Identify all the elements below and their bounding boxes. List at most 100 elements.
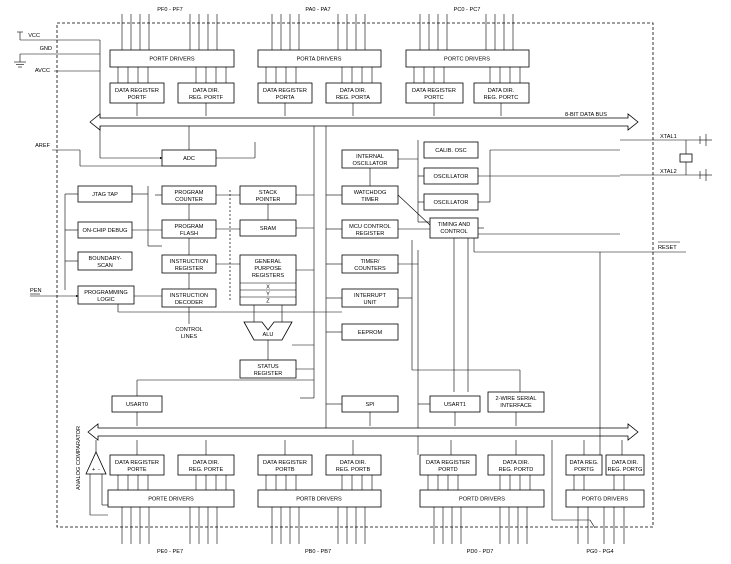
eeprom-label: EEPROM <box>358 330 383 336</box>
pg-pins-label: PG0 - PG4 <box>586 549 613 555</box>
internal-oscillator-line1: INTERNAL <box>356 154 384 160</box>
portc-drivers-label: PORTC DRIVERS <box>444 57 490 63</box>
data-dir-portg-line1: DATA DIR. <box>612 460 639 466</box>
data-register-portb <box>257 454 313 476</box>
programming-logic-line2: LOGIC <box>97 297 114 303</box>
porte-drivers-label: PORTE DRIVERS <box>148 497 194 503</box>
program-flash-line1: PROGRAM <box>175 224 204 230</box>
portc-drivers <box>405 49 530 68</box>
timer-counters-line2: COUNTERS <box>354 266 386 272</box>
status-register-line1: STATUS <box>257 364 279 370</box>
data-dir-portb-line2: REG. PORTB <box>336 467 371 473</box>
data-dir-porta-line2: REG. PORTA <box>336 95 370 101</box>
vcc-label: VCC <box>28 33 40 39</box>
porte-drivers <box>107 489 235 508</box>
data-dir-portf-line2: REG. PORTF <box>189 95 224 101</box>
portb-drivers <box>257 489 382 508</box>
portg-drivers-label: PORTG DRIVERS <box>582 497 628 503</box>
reg-y-label: Y <box>266 292 270 298</box>
portb-drivers-label: PORTB DRIVERS <box>296 497 342 503</box>
data-dir-portc-line1: DATA DIR. <box>488 88 515 94</box>
analog-comparator-minus: - <box>98 467 100 473</box>
calib-osc-label: CALIB. OSC <box>435 148 466 154</box>
porta-drivers-label: PORTA DRIVERS <box>297 57 342 63</box>
top-register-bus-links <box>136 103 502 116</box>
oscillator-1-label: OSCILLATOR <box>434 174 469 180</box>
data-dir-porta-line1: DATA DIR. <box>340 88 367 94</box>
status-register-line2: REGISTER <box>254 371 283 377</box>
data-register-porte <box>109 454 165 476</box>
alu-block <box>243 321 293 341</box>
twi-block <box>487 391 545 413</box>
program-counter-line2: COUNTER <box>175 197 203 203</box>
gpr-line3: REGISTERS <box>252 273 285 279</box>
oscillator-2-label: OSCILLATOR <box>434 200 469 206</box>
twi-line2: INTERFACE <box>500 403 532 409</box>
data-bus-label: 8-BIT DATA BUS <box>565 112 607 118</box>
usart0-label: USART0 <box>126 402 148 408</box>
portf-drivers <box>109 49 235 68</box>
boundary-scan-line2: SCAN <box>97 263 113 269</box>
xtal1-label: XTAL1 <box>660 134 677 140</box>
data-register-portb-line2: PORTB <box>275 467 294 473</box>
portf-drivers-label: PORTF DRIVERS <box>149 57 195 63</box>
calib-osc-block <box>423 141 479 159</box>
portd-drivers-label: PORTD DRIVERS <box>459 497 505 503</box>
data-dir-portd <box>487 454 545 476</box>
pa-pins-label: PA0 - PA7 <box>305 7 330 13</box>
top-data-bus: 8-BIT DATA BUS <box>89 112 639 131</box>
usart1-label: USART1 <box>444 402 466 408</box>
control-lines-line1: CONTROL <box>175 327 202 333</box>
data-dir-portg <box>605 454 645 476</box>
program-flash-line2: FLASH <box>180 231 198 237</box>
reset-label: RESET <box>658 245 677 251</box>
data-dir-portf-line1: DATA DIR. <box>193 88 220 94</box>
portg-drivers <box>565 489 645 508</box>
instruction-register-line2: REGISTER <box>175 266 204 272</box>
reg-z-label: Z <box>266 299 270 305</box>
portd-drivers <box>419 489 545 508</box>
interrupt-unit-line1: INTERRUPT <box>354 293 387 299</box>
top-pin-arrows <box>121 14 514 50</box>
data-register-porta-line2: PORTA <box>276 95 295 101</box>
bottom-pin-arrows <box>121 507 625 544</box>
timing-control-line1: TIMING AND <box>438 222 471 228</box>
gpr-line1: GENERAL <box>255 259 282 265</box>
stack-pointer-line1: STACK <box>259 190 278 196</box>
data-register-portc <box>405 82 464 104</box>
xtal2-label: XTAL2 <box>660 169 677 175</box>
data-register-portb-line1: DATA REGISTER <box>263 460 307 466</box>
data-register-porta-line1: DATA REGISTER <box>263 88 307 94</box>
aref-label: AREF <box>35 143 51 149</box>
instruction-register-line1: INSTRUCTION <box>170 259 208 265</box>
twi-line1: 2-WIRE SERIAL <box>495 396 536 402</box>
gpr-line2: PURPOSE <box>254 266 282 272</box>
timing-control-line2: CONTROL <box>440 229 467 235</box>
general-purpose-registers-block <box>239 254 297 306</box>
data-dir-porte-line2: REG. PORTE <box>189 467 224 473</box>
bottom-driver-ticks <box>117 475 625 490</box>
adc-label: ADC <box>183 156 195 162</box>
interrupt-unit-line2: UNIT <box>363 300 377 306</box>
data-register-porte-line2: PORTE <box>127 467 146 473</box>
gnd-label: GND <box>40 46 52 52</box>
mcu-control-line1: MCU CONTROL <box>349 224 391 230</box>
on-chip-debug-label: ON-CHIP DEBUG <box>83 228 128 234</box>
timer-counters-line1: TIMER/ <box>361 259 380 265</box>
pb-pins-label: PB0 - PB7 <box>305 549 331 555</box>
instruction-decoder-line1: INSTRUCTION <box>170 293 208 299</box>
bottom-data-bus <box>87 423 639 441</box>
data-register-portf-line1: DATA REGISTER <box>115 88 159 94</box>
power-pins: VCC GND AVCC AREF <box>14 31 163 167</box>
porta-drivers <box>257 49 382 68</box>
analog-comparator-label: ANALOG COMPARATOR <box>76 426 82 490</box>
pc-pins-label: PC0 - PC7 <box>454 7 481 13</box>
data-register-portd-line1: DATA REGISTER <box>426 460 470 466</box>
data-register-portf-line2: PORTF <box>128 95 147 101</box>
data-register-portd-line2: PORTD <box>438 467 457 473</box>
pd-pins-label: PD0 - PD7 <box>467 549 494 555</box>
avcc-label: AVCC <box>35 68 50 74</box>
analog-comparator <box>85 451 107 475</box>
spi-label: SPI <box>365 402 374 408</box>
timing-control-block <box>429 217 479 239</box>
